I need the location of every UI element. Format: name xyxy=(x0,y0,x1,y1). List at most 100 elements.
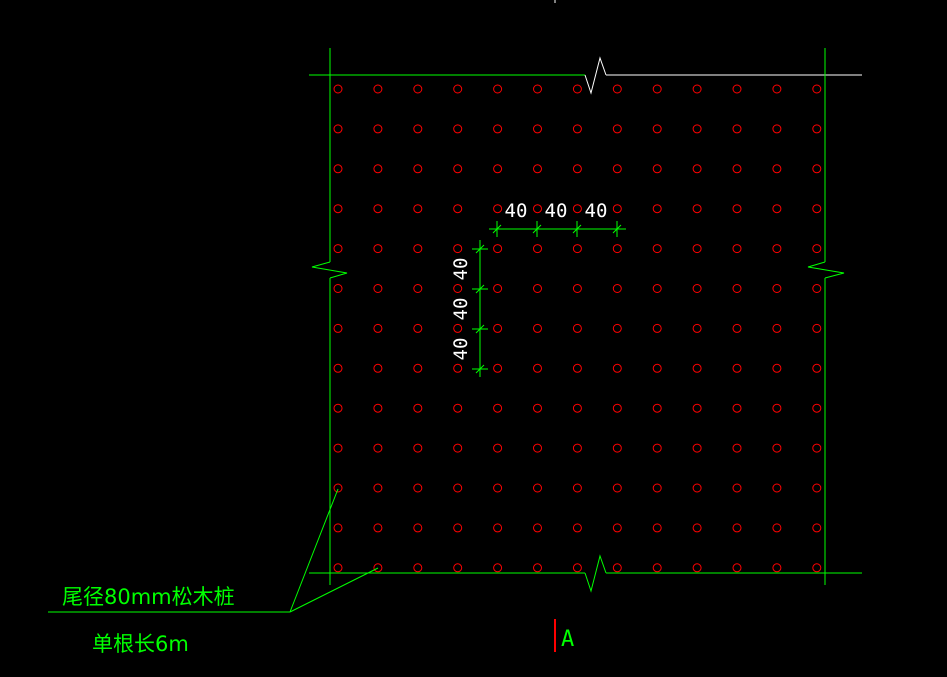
pile-circle xyxy=(692,124,702,134)
pile-circle xyxy=(612,124,622,134)
pile-circle xyxy=(373,284,383,293)
pile-circle xyxy=(692,284,702,293)
pile-circle xyxy=(572,443,582,453)
pile-circle xyxy=(652,563,662,573)
top-break-symbol xyxy=(584,56,607,95)
pile-circle xyxy=(612,363,622,373)
pile-circle xyxy=(812,403,822,413)
pile-circle xyxy=(453,483,463,493)
pile-circle xyxy=(732,563,742,573)
leader-lines xyxy=(48,488,379,613)
pile-circle xyxy=(413,563,423,573)
section-mark-a: A xyxy=(554,619,574,652)
pile-circle xyxy=(333,563,343,573)
pile-circle xyxy=(692,563,702,573)
pile-circle xyxy=(413,523,423,533)
pile-circle xyxy=(812,323,822,333)
pile-circle xyxy=(732,363,742,373)
pile-circle xyxy=(772,204,782,214)
pile-circle xyxy=(572,403,582,413)
pile-circle xyxy=(453,164,463,174)
pile-circle xyxy=(652,483,662,493)
pile-circle xyxy=(612,563,622,573)
pile-circle xyxy=(413,244,423,254)
left-boundary-line xyxy=(311,48,348,585)
pile-circle xyxy=(732,284,742,293)
pile-circle xyxy=(772,483,782,493)
pile-circle xyxy=(413,204,423,214)
pile-circle xyxy=(453,403,463,413)
horizontal-dimension: 40 40 40 xyxy=(489,200,626,237)
pile-circle xyxy=(812,483,822,493)
pile-circle xyxy=(572,284,582,293)
pile-circle xyxy=(453,443,463,453)
pile-circle xyxy=(612,443,622,453)
pile-circle xyxy=(572,124,582,134)
pile-circle xyxy=(373,124,383,134)
pile-circle xyxy=(692,443,702,453)
pile-circle xyxy=(812,244,822,254)
pile-circle xyxy=(333,164,343,174)
pile-circle xyxy=(373,323,383,333)
pile-circle xyxy=(333,84,343,94)
pile-circle xyxy=(533,244,542,254)
pile-circle xyxy=(493,284,503,293)
pile-circle xyxy=(413,164,423,174)
pile-circle xyxy=(413,323,423,333)
pile-circle xyxy=(373,204,383,214)
pile-grid xyxy=(333,84,822,573)
pile-circle xyxy=(812,284,822,293)
pile-circle xyxy=(333,124,343,134)
pile-circle xyxy=(772,523,782,533)
pile-circle xyxy=(812,563,822,573)
pile-circle xyxy=(812,523,822,533)
pile-circle xyxy=(772,284,782,293)
pile-circle xyxy=(453,523,463,533)
section-label: A xyxy=(561,627,574,652)
pile-circle xyxy=(652,523,662,533)
pile-circle xyxy=(373,164,383,174)
pile-circle xyxy=(493,443,503,453)
pile-circle xyxy=(373,244,383,254)
pile-circle xyxy=(732,124,742,134)
pile-circle xyxy=(493,483,503,493)
pile-circle xyxy=(772,323,782,333)
pile-circle xyxy=(652,244,662,254)
pile-circle xyxy=(692,403,702,413)
dim-v-label-2: 40 xyxy=(450,298,472,321)
pile-circle xyxy=(373,563,383,573)
pile-circle xyxy=(572,363,582,373)
pile-circle xyxy=(612,84,622,94)
pile-circle xyxy=(772,363,782,373)
pile-circle xyxy=(333,403,343,413)
pile-circle xyxy=(572,244,582,254)
pile-circle xyxy=(413,124,423,134)
pile-circle xyxy=(732,483,742,493)
pile-circle xyxy=(612,284,622,293)
pile-circle xyxy=(812,204,822,214)
vertical-dimension: 40 40 40 xyxy=(450,240,488,377)
pile-circle xyxy=(373,523,383,533)
pile-circle xyxy=(692,84,702,94)
dim-v-label-1: 40 xyxy=(450,258,472,281)
pile-circle xyxy=(732,323,742,333)
left-break-symbol xyxy=(311,261,348,279)
pile-circle xyxy=(373,443,383,453)
pile-circle xyxy=(612,523,622,533)
pile-circle xyxy=(533,483,542,493)
pile-circle xyxy=(652,204,662,214)
pile-circle xyxy=(333,244,343,254)
pile-circle xyxy=(333,284,343,293)
pile-circle xyxy=(493,323,503,333)
pile-circle xyxy=(652,403,662,413)
pile-circle xyxy=(652,323,662,333)
pile-circle xyxy=(572,84,582,94)
pile-circle xyxy=(612,204,622,214)
pile-circle xyxy=(413,443,423,453)
pile-circle xyxy=(413,284,423,293)
pile-circle xyxy=(692,204,702,214)
dim-h-label-1: 40 xyxy=(505,200,528,222)
pile-circle xyxy=(572,483,582,493)
pile-circle xyxy=(373,403,383,413)
dim-h-label-2: 40 xyxy=(545,200,568,222)
